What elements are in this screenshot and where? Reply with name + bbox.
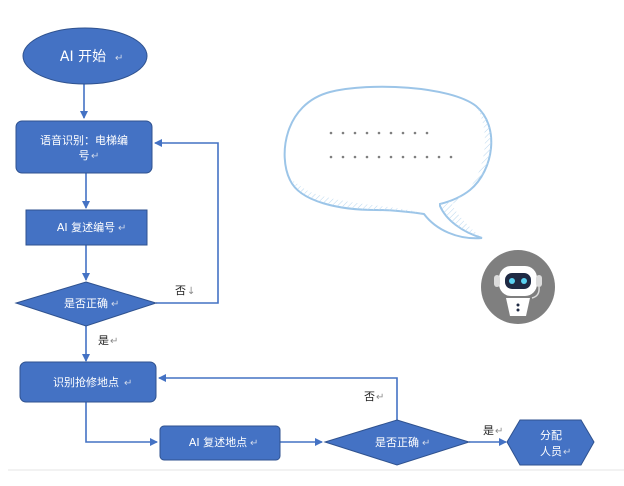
return-mark: ↵: [110, 336, 118, 347]
node-check-location[interactable]: 是否正确 ↵: [323, 419, 471, 466]
node-start[interactable]: AI 开始 ↵: [22, 27, 148, 85]
edge-check2-no-loop: [158, 374, 398, 420]
node-start-label: AI 开始: [60, 49, 106, 65]
node-repeat-number[interactable]: AI 复述编号 ↵: [25, 209, 148, 246]
return-mark: ↵: [115, 53, 123, 64]
return-mark: ↵: [563, 447, 571, 458]
node-identify-location-label: 识别抢修地点: [53, 375, 119, 389]
node-identify-location[interactable]: 识别抢修地点 ↵: [19, 361, 157, 403]
node-assign-staff-label-1: 分配: [540, 429, 562, 442]
robot-avatar: [481, 250, 555, 324]
edge-label-no-2: 否: [364, 390, 375, 403]
node-speech-recognition-label-1: 语音识别：电梯编: [40, 133, 128, 147]
node-check-number-label: 是否正确: [64, 297, 108, 310]
down-mark: ↓: [187, 286, 195, 297]
edge-identify-to-repeat-location: [85, 402, 158, 446]
return-mark: ↵: [91, 151, 99, 162]
speech-bubble: [283, 85, 493, 240]
bubble-dots-row-2: [329, 155, 453, 159]
return-mark: ↵: [118, 223, 126, 234]
connectors: [80, 84, 507, 446]
edge-label-no-1: 否: [175, 284, 186, 297]
node-speech-recognition-label-2: 号: [79, 149, 90, 162]
node-speech-recognition[interactable]: 语音识别：电梯编 号 ↵: [15, 120, 153, 174]
node-repeat-location-label: AI 复述地点: [189, 435, 247, 449]
node-check-location-label: 是否正确: [375, 436, 419, 449]
edge-label-yes-2: 是: [483, 424, 494, 437]
bubble-dots-row-1: [329, 131, 429, 135]
edge-check1-no-loop: [154, 139, 219, 304]
return-mark: ↵: [111, 299, 119, 310]
return-mark: ↵: [376, 392, 384, 403]
node-repeat-number-label: AI 复述编号: [57, 220, 115, 234]
edge-label-yes-1: 是: [98, 334, 109, 347]
node-repeat-location[interactable]: AI 复述地点 ↵: [159, 425, 281, 461]
node-check-number[interactable]: 是否正确 ↵: [14, 281, 158, 327]
return-mark: ↵: [250, 438, 258, 449]
return-mark: ↵: [422, 438, 430, 449]
return-mark: ↵: [124, 378, 132, 389]
node-assign-staff-label-2: 人员: [540, 445, 562, 458]
node-assign-staff[interactable]: 分配 人员 ↵: [506, 419, 595, 466]
return-mark: ↵: [495, 426, 503, 437]
